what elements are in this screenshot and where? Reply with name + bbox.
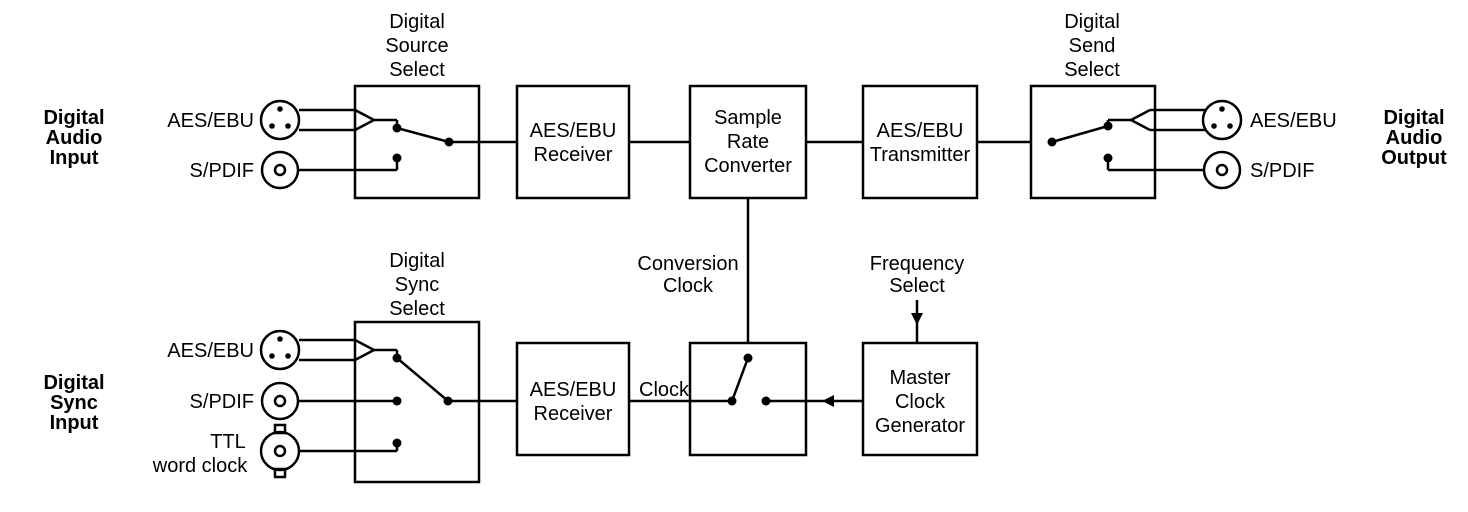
src-label-line2: Rate: [727, 131, 769, 153]
xlr-input-connector-icon: [259, 99, 301, 141]
send-select-label-line2: Send: [1069, 35, 1116, 57]
ttl-label: TTL: [210, 431, 246, 453]
aes-ebu-receiver-top-label-line1: AES/EBU: [530, 120, 617, 142]
master-clock-generator-box: [861, 341, 979, 457]
frequency-select-label-line1: Frequency: [870, 253, 965, 275]
aes-ebu-receiver-bottom-box: [515, 341, 631, 457]
aes-ebu-sync-label: AES/EBU: [167, 340, 254, 362]
sample-rate-converter-box: [688, 84, 808, 200]
spdif-sync-label: S/PDIF: [190, 391, 254, 413]
aes-ebu-receiver-bottom-label-line1: AES/EBU: [530, 379, 617, 401]
xlr-sync-connector-icon: [259, 329, 301, 371]
sync-select-label-line1: Digital: [389, 250, 445, 272]
audio-output-label-line1: Digital: [1383, 107, 1444, 129]
aes-ebu-receiver-bottom-label-line2: Receiver: [534, 403, 613, 425]
aes-ebu-receiver-top-box: [515, 84, 631, 200]
source-select-label-line1: Digital: [389, 11, 445, 33]
source-select-label-line2: Source: [385, 35, 448, 57]
src-label-line3: Converter: [704, 155, 792, 177]
audio-input-label-line1: Digital: [43, 107, 104, 129]
rca-output-connector-icon: [1202, 150, 1242, 190]
word-clock-label: word clock: [152, 455, 248, 477]
frequency-select-label-line2: Select: [889, 275, 945, 297]
sync-select-label-line3: Select: [389, 298, 445, 320]
spdif-output-label: S/PDIF: [1250, 160, 1314, 182]
xlr-output-connector-icon: [1201, 99, 1243, 141]
src-label-line1: Sample: [714, 107, 782, 129]
send-select-label-line1: Digital: [1064, 11, 1120, 33]
master-clock-label-line3: Generator: [875, 415, 965, 437]
sync-input-label-line2: Sync: [50, 392, 98, 414]
source-select-wiring: [298, 108, 517, 172]
conversion-clock-label-line2: Clock: [663, 275, 714, 297]
clock-switch-wiring: [690, 353, 863, 407]
send-select-wiring: [1047, 108, 1205, 172]
conversion-clock-label-line1: Conversion: [637, 253, 738, 275]
sync-select-label-line2: Sync: [395, 274, 439, 296]
aes-ebu-output-label: AES/EBU: [1250, 110, 1337, 132]
transmitter-label-line2: Transmitter: [870, 144, 971, 166]
clock-label: Clock: [639, 379, 690, 401]
bnc-sync-connector-icon: [259, 423, 301, 479]
aes-ebu-input-label: AES/EBU: [167, 110, 254, 132]
send-select-label-line3: Select: [1064, 59, 1120, 81]
spdif-input-label: S/PDIF: [190, 160, 254, 182]
transmitter-label-line1: AES/EBU: [877, 120, 964, 142]
audio-input-label-line3: Input: [50, 147, 99, 169]
rca-sync-connector-icon: [260, 381, 300, 421]
sync-input-label-line3: Input: [50, 412, 99, 434]
sync-input-label-line1: Digital: [43, 372, 104, 394]
audio-input-label-line2: Audio: [46, 127, 103, 149]
rca-input-connector-icon: [260, 150, 300, 190]
audio-output-label-line2: Audio: [1386, 127, 1443, 149]
sync-select-wiring: [298, 338, 517, 453]
master-clock-label-line1: Master: [889, 367, 950, 389]
source-select-label-line3: Select: [389, 59, 445, 81]
aes-ebu-transmitter-box: [861, 84, 979, 200]
master-clock-label-line2: Clock: [895, 391, 946, 413]
frequency-select-arrow-icon: [911, 300, 923, 343]
aes-ebu-receiver-top-label-line2: Receiver: [534, 144, 613, 166]
audio-output-label-line3: Output: [1381, 147, 1447, 169]
